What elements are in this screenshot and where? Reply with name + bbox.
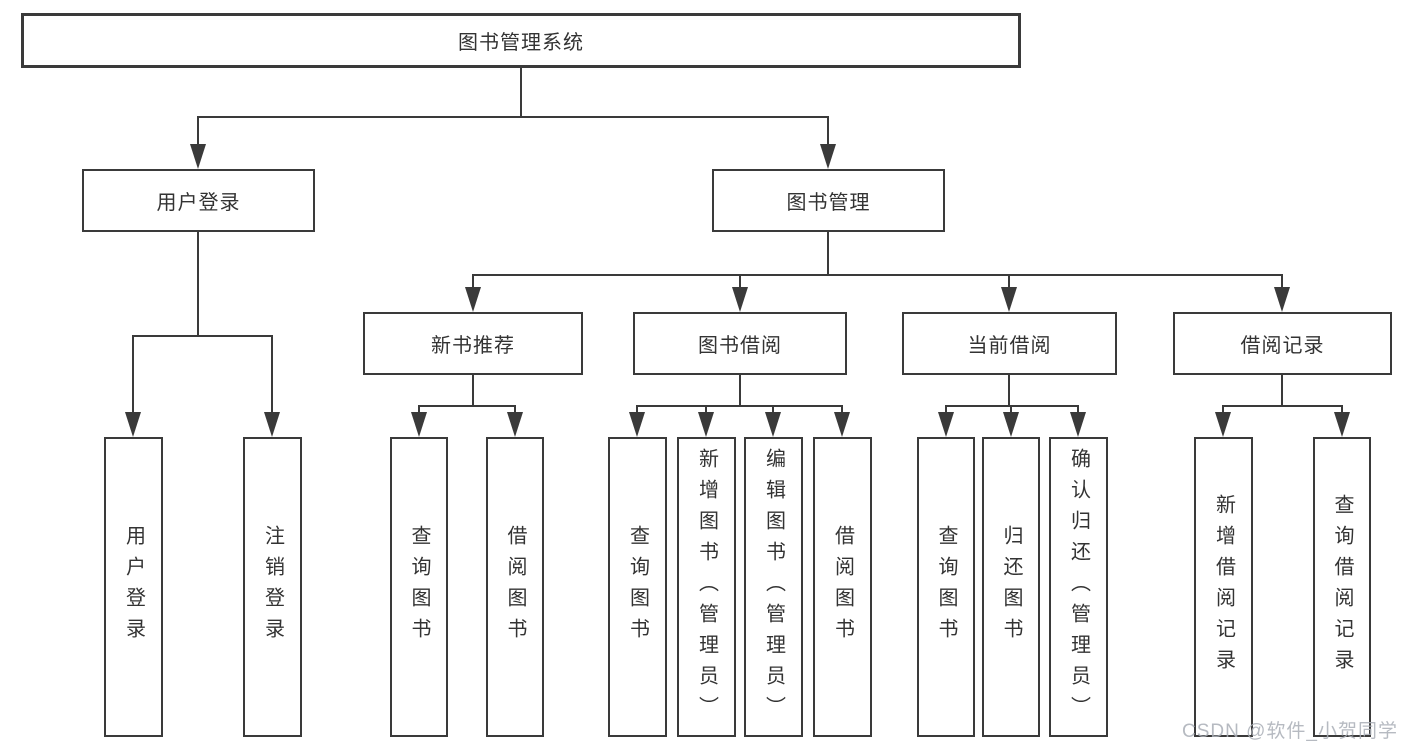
node-label: 查询图书 <box>408 525 430 649</box>
leaf-query-books-borrow: 查询图书 <box>608 437 667 737</box>
node-label: 新增借阅记录 <box>1212 494 1235 680</box>
node-label: 编辑图书（管理员） <box>762 447 785 727</box>
node-label: 确认归还（管理员） <box>1067 447 1090 727</box>
node-current-borrow: 当前借阅 <box>902 312 1117 375</box>
node-label: 图书管理 <box>786 192 871 214</box>
leaf-add-borrow-record: 新增借阅记录 <box>1194 437 1253 737</box>
node-label: 查询图书 <box>935 525 957 649</box>
leaf-logout: 注销登录 <box>243 437 302 737</box>
node-label: 借阅图书 <box>831 525 854 649</box>
node-label: 当前借阅 <box>967 335 1052 357</box>
leaf-query-borrow-record: 查询借阅记录 <box>1313 437 1371 737</box>
leaf-confirm-return-admin: 确认归还（管理员） <box>1049 437 1108 737</box>
node-label: 用户登录 <box>122 525 145 649</box>
node-label: 借阅图书 <box>504 525 526 649</box>
node-system-root: 图书管理系统 <box>21 13 1021 68</box>
leaf-query-books-current: 查询图书 <box>917 437 975 737</box>
node-label: 查询借阅记录 <box>1331 494 1353 680</box>
leaf-user-login: 用户登录 <box>104 437 163 737</box>
node-new-book-recommend: 新书推荐 <box>363 312 583 375</box>
node-label: 新增图书（管理员） <box>695 447 718 727</box>
leaf-query-books-recommend: 查询图书 <box>390 437 448 737</box>
arrowheads <box>125 144 1350 437</box>
node-label: 注销登录 <box>261 525 284 649</box>
node-label: 图书管理系统 <box>458 32 584 54</box>
leaf-borrow-books-recommend: 借阅图书 <box>486 437 544 737</box>
node-book-borrow: 图书借阅 <box>633 312 847 375</box>
node-borrow-records: 借阅记录 <box>1173 312 1392 375</box>
node-label: 图书借阅 <box>698 335 782 357</box>
csdn-watermark: CSDN @软件_小贺同学 <box>1182 721 1398 742</box>
leaf-borrow-books: 借阅图书 <box>813 437 872 737</box>
leaf-return-books: 归还图书 <box>982 437 1040 737</box>
node-book-management: 图书管理 <box>712 169 945 232</box>
node-label: 用户登录 <box>156 192 241 214</box>
leaf-add-books-admin: 新增图书（管理员） <box>677 437 736 737</box>
node-label: 归还图书 <box>1000 525 1022 649</box>
node-user-login: 用户登录 <box>82 169 315 232</box>
node-label: 借阅记录 <box>1240 335 1325 357</box>
node-label: 新书推荐 <box>431 335 515 357</box>
node-label: 查询图书 <box>626 525 649 649</box>
leaf-edit-books-admin: 编辑图书（管理员） <box>744 437 803 737</box>
